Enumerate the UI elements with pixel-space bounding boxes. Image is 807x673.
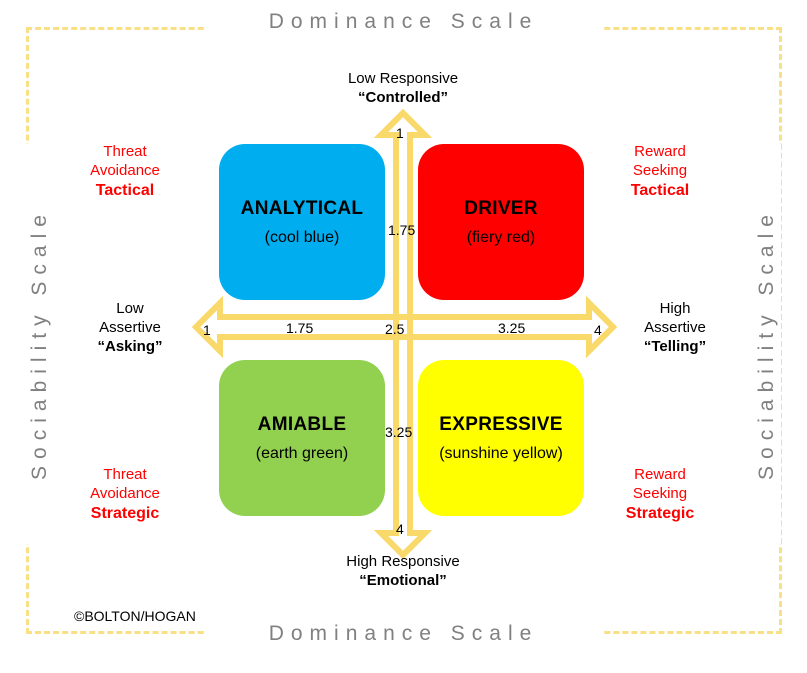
corner-br-line1: Reward	[634, 466, 686, 483]
left-scale-title: Sociability Scale	[26, 144, 54, 544]
quadrant-analytical-name: ANALYTICAL	[240, 197, 364, 219]
corner-bl-line1: Threat	[103, 466, 147, 483]
tick-x-25: 2.5	[385, 321, 405, 337]
corner-tl-line2: Avoidance	[90, 161, 160, 179]
copyright-credit: ©BOLTON/HOGAN	[74, 608, 196, 624]
corner-tr-line3: Tactical	[630, 181, 690, 199]
axis-caption-right-line1: High	[659, 300, 691, 317]
tick-y-4: 4	[396, 521, 404, 537]
right-scale-title: Sociability Scale	[753, 144, 781, 544]
corner-annotation-bottom-left: Threat Avoidance Strategic	[65, 466, 185, 524]
corner-tl-line1: Threat	[103, 143, 147, 160]
axis-caption-left-line3: “Asking”	[97, 337, 163, 355]
corner-br-line2: Seeking	[632, 484, 688, 502]
corner-tr-line2: Seeking	[632, 161, 688, 179]
tick-y-325: 3.25	[385, 424, 413, 440]
tick-y-1: 1	[396, 125, 404, 141]
corner-bl-line3: Strategic	[90, 504, 160, 522]
quadrant-analytical-subtitle: (cool blue)	[264, 228, 340, 246]
quadrant-driver[interactable]: DRIVER (fiery red)	[418, 144, 584, 300]
axis-caption-top-line2: “Controlled”	[358, 88, 448, 106]
tick-x-4: 4	[594, 322, 602, 338]
axis-caption-right-line3: “Telling”	[643, 337, 707, 355]
quadrant-analytical[interactable]: ANALYTICAL (cool blue)	[219, 144, 385, 300]
axis-caption-bottom: High Responsive “Emotional”	[303, 553, 503, 591]
corner-annotation-bottom-right: Reward Seeking Strategic	[600, 466, 720, 524]
corner-annotation-top-right: Reward Seeking Tactical	[600, 143, 720, 201]
axis-caption-right: High Assertive “Telling”	[620, 300, 730, 356]
quadrant-driver-name: DRIVER	[464, 197, 538, 219]
corner-tr-line1: Reward	[634, 143, 686, 160]
quadrant-amiable-name: AMIABLE	[257, 413, 347, 435]
corner-tl-line3: Tactical	[95, 181, 155, 199]
tick-y-175: 1.75	[388, 222, 416, 238]
axis-caption-top: Low Responsive “Controlled”	[303, 70, 503, 108]
quadrant-expressive-subtitle: (sunshine yellow)	[439, 444, 563, 462]
quadrant-expressive[interactable]: EXPRESSIVE (sunshine yellow)	[418, 360, 584, 516]
tick-x-1: 1	[203, 322, 211, 338]
corner-annotation-top-left: Threat Avoidance Tactical	[65, 143, 185, 201]
quadrant-amiable[interactable]: AMIABLE (earth green)	[219, 360, 385, 516]
axis-caption-left: Low Assertive “Asking”	[75, 300, 185, 356]
corner-bl-line2: Avoidance	[90, 484, 160, 502]
tick-x-175: 1.75	[286, 320, 314, 336]
axis-caption-bottom-line2: “Emotional”	[359, 571, 447, 589]
tick-x-325: 3.25	[498, 320, 526, 336]
top-scale-title: Dominance Scale	[203, 8, 604, 36]
quadrant-expressive-name: EXPRESSIVE	[439, 413, 563, 435]
axis-caption-right-line2: Assertive	[644, 318, 706, 336]
quadrant-driver-subtitle: (fiery red)	[466, 228, 536, 246]
quadrant-amiable-subtitle: (earth green)	[255, 444, 349, 462]
axis-caption-top-line1: Low Responsive	[347, 70, 459, 87]
axis-caption-left-line2: Assertive	[99, 318, 161, 336]
corner-br-line3: Strategic	[625, 504, 695, 522]
axis-caption-left-line1: Low	[116, 300, 144, 317]
bottom-scale-title: Dominance Scale	[203, 620, 604, 648]
axis-caption-bottom-line1: High Responsive	[346, 553, 460, 570]
